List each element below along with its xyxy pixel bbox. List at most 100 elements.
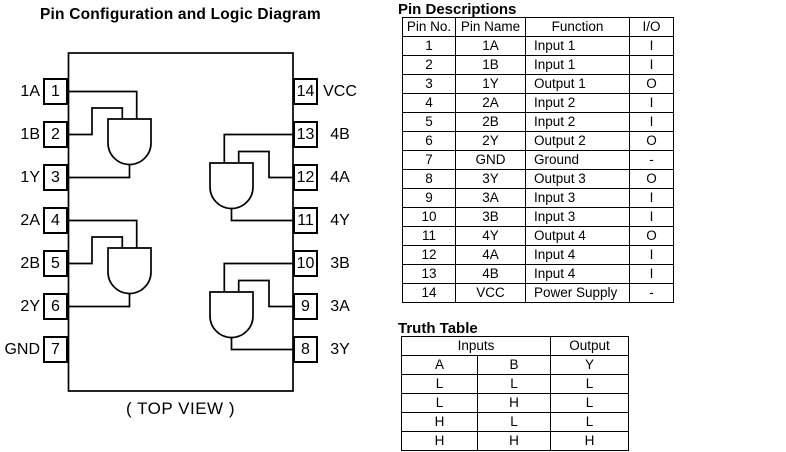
table-cell: 3A	[455, 188, 526, 208]
pin-box-14: 14	[293, 78, 318, 105]
header-function: Function	[525, 17, 630, 37]
header-a: A	[401, 355, 478, 375]
wire-gate2-to-pin6	[68, 293, 131, 308]
table-cell: 4	[402, 93, 456, 113]
table-cell: 13	[402, 264, 456, 284]
table-cell: L	[550, 412, 629, 432]
and-gate-1	[107, 118, 152, 166]
pin-label-gnd: GND	[4, 341, 40, 358]
pin-number: 11	[297, 211, 314, 229]
pin-box-4: 4	[43, 207, 68, 234]
pin-box-13: 13	[293, 121, 318, 148]
pin-number: 2	[51, 125, 60, 143]
pin-number: 4	[51, 211, 60, 229]
and-gate-4	[209, 162, 254, 210]
header-pin-no: Pin No.	[402, 17, 456, 37]
table-cell: I	[629, 245, 674, 265]
pin-number: 9	[301, 297, 310, 315]
pin-label-2y: 2Y	[20, 298, 40, 315]
wire-pin10-to-gate3	[223, 262, 293, 292]
table-cell: -	[629, 283, 674, 303]
top-view-caption: ( TOP VIEW )	[126, 399, 235, 418]
table-cell: 4Y	[455, 226, 526, 246]
header-io: I/O	[629, 17, 674, 37]
table-cell: L	[477, 374, 551, 394]
table-cell: Power Supply	[525, 283, 630, 303]
header-pin-name: Pin Name	[455, 17, 526, 37]
table-cell: 2A	[455, 93, 526, 113]
table-cell: H	[477, 393, 551, 413]
pin-number: 14	[296, 82, 315, 100]
pin-box-9: 9	[293, 293, 318, 320]
and-gate-2	[107, 247, 152, 295]
table-cell: 3	[402, 74, 456, 94]
pin-label-2b: 2B	[20, 255, 40, 272]
table-cell: I	[629, 112, 674, 132]
table-cell: GND	[455, 150, 526, 170]
header-y: Y	[550, 355, 629, 375]
pin-label-3y: 3Y	[330, 341, 350, 358]
header-output: Output	[550, 336, 629, 356]
table-cell: Input 1	[525, 55, 630, 75]
diagram-title: Pin Configuration and Logic Diagram	[40, 6, 321, 23]
pin-number: 7	[51, 340, 60, 358]
wire-pin4-to-gate2	[68, 219, 138, 248]
table-cell: Input 2	[525, 93, 630, 113]
table-cell: L	[550, 393, 629, 413]
pin-number: 3	[51, 168, 60, 186]
pin-number: 1	[51, 82, 60, 100]
table-cell: 6	[402, 131, 456, 151]
table-cell: H	[477, 431, 551, 451]
table-cell: 3B	[455, 207, 526, 227]
pin-box-6: 6	[43, 293, 68, 320]
pin-box-8: 8	[293, 336, 318, 363]
pin-number: 12	[296, 168, 315, 186]
ic-logic-diagram-svg	[67, 52, 294, 392]
pin-number: 13	[296, 125, 315, 143]
pin-label-3b: 3B	[330, 255, 350, 272]
table-cell: L	[550, 374, 629, 394]
table-cell: I	[629, 188, 674, 208]
table-cell: I	[629, 36, 674, 56]
table-cell: 3Y	[455, 169, 526, 189]
table-cell: 9	[402, 188, 456, 208]
pin-label-3a: 3A	[330, 298, 350, 315]
pin-label-1a: 1A	[20, 83, 40, 100]
table-cell: I	[629, 264, 674, 284]
pin-number: 5	[51, 254, 60, 272]
table-cell: VCC	[455, 283, 526, 303]
table-cell: 1A	[455, 36, 526, 56]
table-cell: Input 4	[525, 245, 630, 265]
table-cell: O	[629, 74, 674, 94]
table-cell: 2	[402, 55, 456, 75]
truth-table-column-header-row: A B Y	[401, 355, 629, 375]
pin-box-12: 12	[293, 164, 318, 191]
pin-label-1y: 1Y	[20, 169, 40, 186]
pin-label-2a: 2A	[20, 212, 40, 229]
wire-pin1-to-gate1	[68, 90, 138, 119]
table-cell: 1Y	[455, 74, 526, 94]
table-cell: H	[401, 431, 478, 451]
table-cell: L	[401, 374, 478, 394]
table-cell: 10	[402, 207, 456, 227]
table-cell: 4B	[455, 264, 526, 284]
pin-box-2: 2	[43, 121, 68, 148]
table-cell: 14	[402, 283, 456, 303]
wire-pin9-to-gate3	[237, 279, 293, 308]
table-cell: I	[629, 93, 674, 113]
table-cell: Input 1	[525, 36, 630, 56]
table-cell: Output 2	[525, 131, 630, 151]
table-cell: Input 2	[525, 112, 630, 132]
table-cell: H	[401, 412, 478, 432]
